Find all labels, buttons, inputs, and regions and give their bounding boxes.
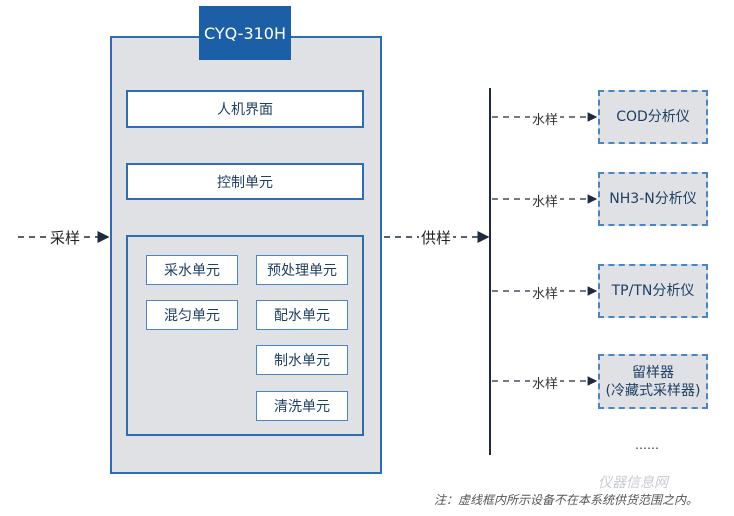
water-distribution-unit: 配水单元 — [256, 300, 348, 330]
sampler-name: 留样器 — [632, 364, 674, 381]
tptn-analyzer-box: TP/TN分析仪 — [598, 264, 708, 318]
input-flow-label: 采样 — [48, 227, 83, 248]
cleaning-unit: 清洗单元 — [256, 391, 348, 421]
watermark-text: 仪器信息网 — [598, 475, 668, 491]
refrigerated-sampler-box: 留样器 (冷藏式采样器) — [598, 354, 708, 409]
output-flow-label: 供样 — [419, 227, 454, 248]
cod-analyzer-box: COD分析仪 — [598, 90, 708, 144]
water-making-unit: 制水单元 — [256, 345, 348, 375]
model-label: CYQ-310H — [199, 6, 291, 60]
more-devices-ellipsis: …… — [635, 438, 659, 452]
water-label-nh3n: 水样 — [530, 191, 561, 210]
water-label-cod: 水样 — [530, 109, 561, 128]
water-label-tptn: 水样 — [530, 283, 561, 302]
sampling-unit: 采水单元 — [146, 255, 238, 285]
water-label-sampler: 水样 — [530, 373, 561, 392]
pretreatment-unit: 预处理单元 — [256, 255, 348, 285]
sampler-type: (冷藏式采样器) — [605, 382, 701, 399]
control-unit-box: 控制单元 — [126, 163, 364, 200]
hmi-box: 人机界面 — [126, 90, 364, 128]
mixing-unit: 混匀单元 — [146, 300, 238, 330]
nh3n-analyzer-box: NH3-N分析仪 — [598, 172, 708, 226]
scope-note: 注：虚线框内所示设备不在本系统供货范围之内。 — [434, 493, 699, 507]
